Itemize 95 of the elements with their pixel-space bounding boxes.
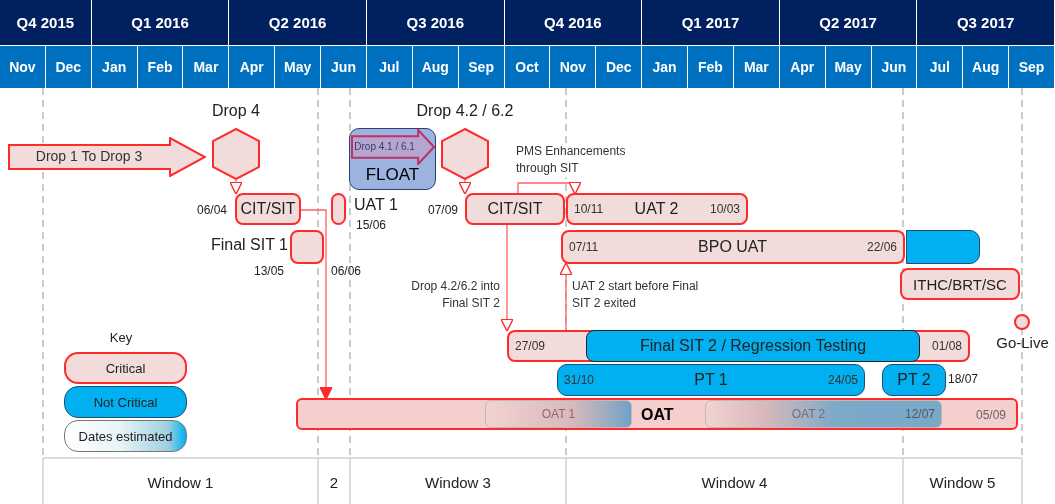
bar-shape: [906, 230, 980, 264]
month-header: Oct: [504, 45, 551, 88]
date-label: 31/10: [564, 373, 595, 387]
month-header: Nov: [550, 45, 597, 88]
date-label: 15/06: [356, 218, 387, 232]
month-header: Aug: [412, 45, 459, 88]
task-label: CIT/SIT: [487, 200, 543, 218]
arrow-label: Drop 4.1 / 6.1: [353, 140, 416, 152]
quarter-header: Q1 2017: [642, 0, 780, 45]
date-label: OAT 1: [541, 407, 576, 421]
task-bar: [507, 330, 970, 362]
legend-text: Critical: [105, 360, 146, 376]
month-header: Jan: [642, 45, 689, 88]
date-label: 27/09: [515, 339, 546, 353]
date-label: 06/06: [331, 264, 362, 278]
month-header: Sep: [1009, 45, 1055, 88]
task-label: FLOAT: [364, 165, 421, 185]
date-label: 07/11: [569, 240, 599, 254]
task-bar: [349, 128, 436, 190]
task-label: Final SIT 2 / Regression Testing: [639, 337, 867, 355]
month-header: Apr: [229, 45, 276, 88]
date-label: 06/04: [197, 203, 228, 217]
month-header: Jan: [91, 45, 138, 88]
task-bar: [882, 364, 946, 396]
task-bar: [465, 193, 565, 225]
arrow: [500, 224, 514, 332]
quarter-header: Q3 2017: [917, 0, 1055, 45]
task-label: BPO UAT: [698, 238, 768, 256]
arrow: [517, 181, 582, 195]
legend-text: Not Critical: [93, 394, 158, 410]
window-label: Window 4: [700, 474, 769, 491]
task-label: PT 2: [897, 371, 931, 389]
legend-title: Key: [108, 330, 134, 345]
date-label: 22/06: [866, 240, 897, 254]
date-label: 12/07: [904, 407, 935, 421]
month-header: Feb: [137, 45, 184, 88]
month-header: Sep: [458, 45, 505, 88]
date-label: 13/05: [254, 264, 285, 278]
date-label: 24/05: [827, 373, 858, 387]
month-header: Jul: [917, 45, 964, 88]
arrow-label: Drop 1 To Drop 3: [34, 148, 144, 165]
date-label: 10/03: [709, 202, 740, 216]
node-heading: UAT 1: [354, 196, 399, 214]
task-label: CIT/SIT: [240, 200, 296, 218]
month-header: Nov: [0, 45, 46, 88]
date-label: 05/09: [975, 408, 1006, 422]
task-bar: [586, 330, 920, 362]
quarter-header: Q2 2016: [229, 0, 367, 45]
node-heading: Final SIT 1: [209, 236, 288, 254]
date-label: 10/11: [574, 202, 604, 216]
window-label: Window 1: [146, 474, 215, 491]
quarter-header: Q2 2017: [779, 0, 918, 45]
date-label: 18/07: [948, 372, 979, 386]
date-label: 07/09: [428, 203, 459, 217]
task-label: OAT: [641, 406, 674, 424]
task-label: ITHC/BRT/SC: [913, 275, 1007, 293]
task-label: UAT 2: [634, 200, 679, 218]
month-header: Apr: [779, 45, 826, 88]
task-label: PT 1: [694, 371, 728, 389]
month-header: Dec: [45, 45, 92, 88]
window-label: Window 3: [424, 474, 492, 491]
month-header: Dec: [596, 45, 643, 88]
task-bar: [557, 364, 865, 396]
task-bar: [235, 193, 301, 225]
task-bar: [900, 268, 1020, 300]
task-bar: [296, 398, 1018, 430]
task-bar: [566, 193, 748, 225]
task-bar: [705, 400, 942, 428]
legend-text: Dates estimated: [78, 428, 173, 444]
quarter-header: Q4 2015: [0, 0, 92, 45]
window-label: 2: [328, 474, 340, 491]
task-bar: [561, 230, 905, 264]
window-label: Window 5: [928, 474, 997, 491]
node-heading: Drop 4: [211, 102, 261, 120]
quarter-header: Q1 2016: [91, 0, 230, 45]
arrow: [229, 179, 243, 195]
node-heading: Drop 4.2 / 6.2: [415, 102, 515, 120]
month-header: Jul: [366, 45, 413, 88]
arrow: [300, 209, 333, 400]
month-header: May: [825, 45, 872, 88]
date-label: 01/08: [931, 339, 962, 353]
month-header: Aug: [963, 45, 1010, 88]
task-bar: [485, 400, 632, 428]
month-header: Jun: [321, 45, 367, 88]
quarter-header: Q4 2016: [504, 0, 643, 45]
month-header: May: [275, 45, 322, 88]
arrow: [559, 262, 573, 331]
month-header: Jun: [871, 45, 918, 88]
date-label: OAT 2: [791, 407, 826, 421]
node-heading: Go-Live: [995, 334, 1050, 351]
month-header: Feb: [688, 45, 734, 88]
month-header: Mar: [733, 45, 780, 88]
month-header: Mar: [183, 45, 230, 88]
arrow: [458, 179, 472, 195]
quarter-header: Q3 2016: [366, 0, 505, 45]
